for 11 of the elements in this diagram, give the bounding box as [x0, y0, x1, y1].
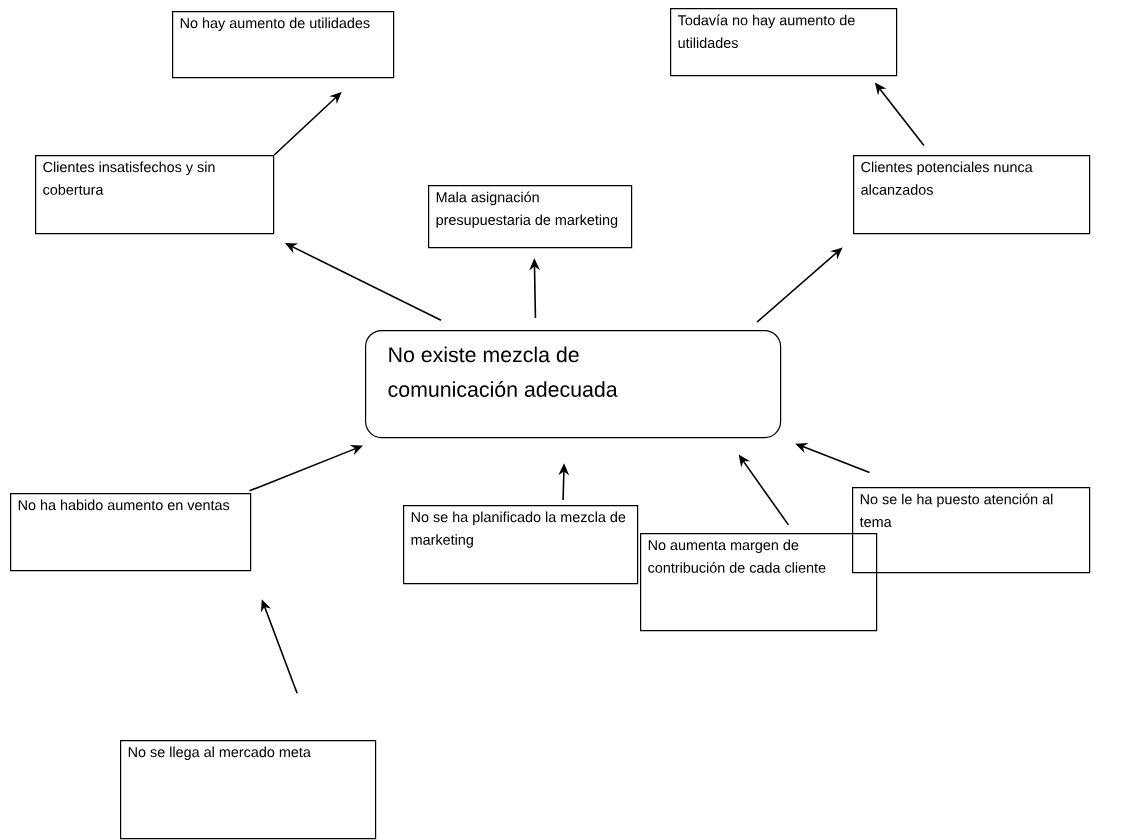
process-box: No aumenta margen de contribución de cada cliente [640, 533, 878, 632]
process-box: No se ha planificado la mezcla de marketing [403, 505, 639, 585]
process-box: No se le ha puesto atención al tema [852, 487, 1091, 574]
core-problem-box: No existe mezcla de comunicación adecuada [365, 330, 782, 439]
process-box: No se llega al mercado meta [120, 740, 377, 840]
process-box: Clientes potenciales nunca alcanzados [853, 155, 1091, 235]
process-box: Clientes insatisfechos y sin cobertura [35, 155, 275, 235]
process-box: No ha habido aumento en ventas [10, 493, 252, 572]
process-box: No hay aumento de utilidades [172, 11, 395, 79]
process-box: Todavía no hay aumento de utilidades [670, 8, 898, 77]
process-box: Mala asignación presupuestaria de marketing [428, 185, 633, 249]
